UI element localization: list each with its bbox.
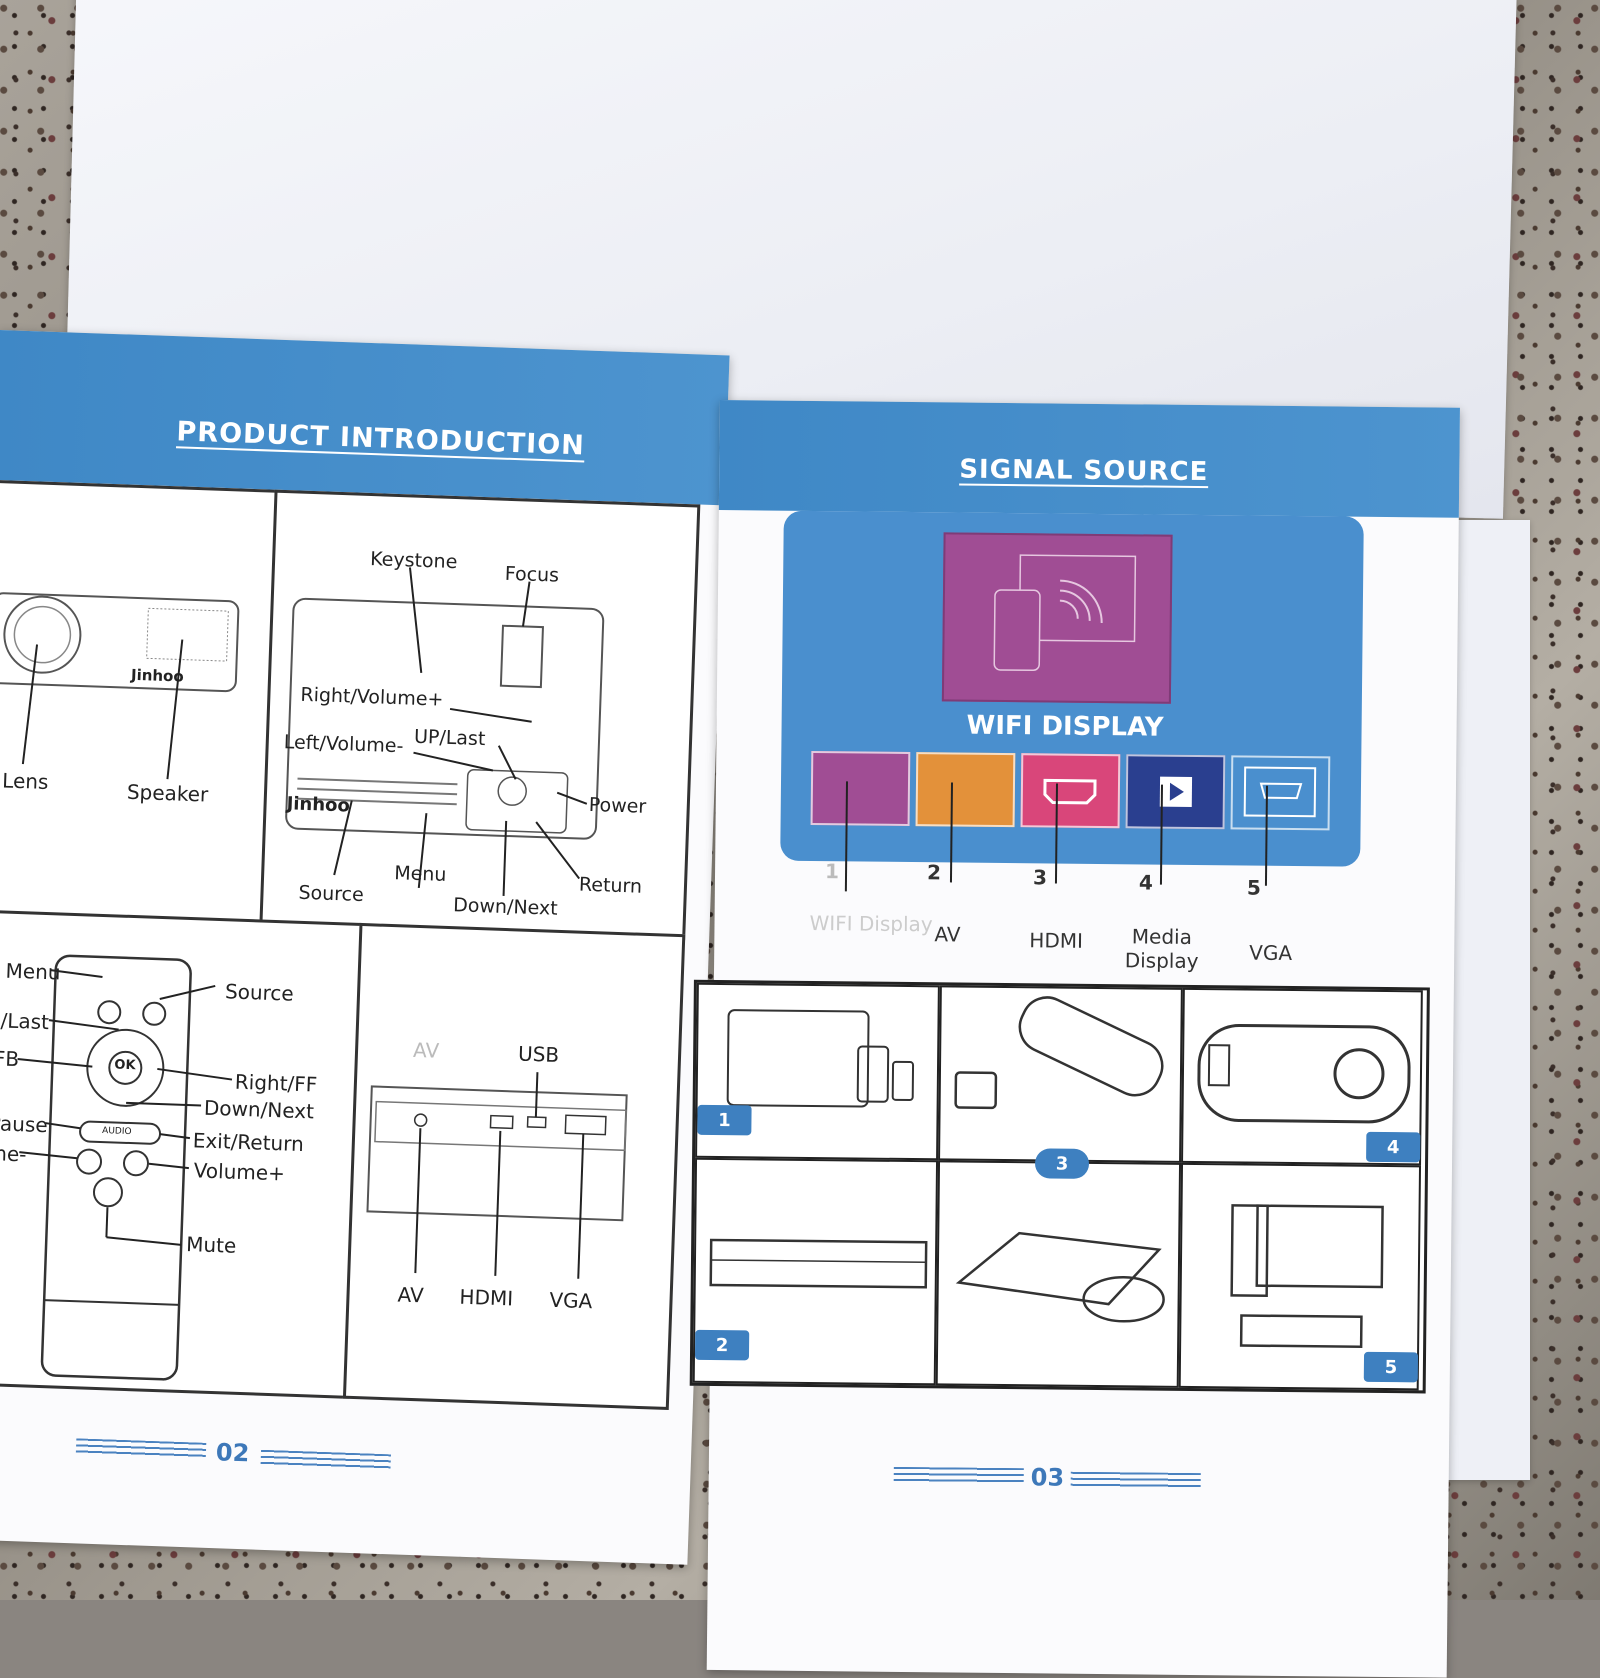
remote-up-label: UP/Last [0,1007,50,1035]
ok-button-label: OK [114,1057,136,1074]
up-last-label: UP/Last [413,725,486,751]
right-page-lines-left [893,1466,1024,1485]
brand-label: Jinhoo [130,665,185,686]
desktop-computer-icon [1230,1204,1384,1349]
source-label: Source [298,881,365,907]
hdmi-port-label: HDMI [459,1284,514,1311]
remote-exit-label: Exit/Return [192,1128,305,1157]
left-page: PRODUCT INTRODUCTION Jinhoo Lens Speaker [0,330,730,1565]
usb-drive-icon [1197,1023,1411,1124]
page-number-lines-right [260,1449,391,1471]
grid-cell-stick [938,985,1183,1163]
speaker-label: Speaker [126,779,209,807]
source-label-vga: VGA [1249,940,1293,966]
laptop-icon [726,1009,915,1108]
signal-source-card: WIFI DISPLAY [780,510,1364,867]
source-label-wifi: WIFI Display [809,910,933,937]
grid-tag-3: 3 [1034,1148,1090,1179]
remote-down-label: Down/Next [203,1095,315,1124]
streaming-stick-icon [954,996,1164,1110]
source-number-4: 4 [1138,870,1154,895]
projector-front-panel: Jinhoo Lens Speaker [0,479,281,926]
down-next-label: Down/Next [452,894,559,920]
right-page-number: 03 [1030,1463,1065,1492]
remote-volume-down-label: lume- [0,1140,27,1167]
menu-label: Menu [393,862,447,886]
source-tile-wifi [810,750,911,827]
projector-top-illustration [285,567,605,896]
remote-source-label: Source [224,979,295,1006]
grid-cell-dvd: 2 [692,1157,939,1386]
remote-right-label: Right/FF [234,1069,318,1097]
right-page-lines-right [1070,1471,1201,1490]
instruction-booklet: PRODUCT INTRODUCTION Jinhoo Lens Speaker [0,330,1460,1678]
ports-panel: AV USB AV HDMI VGA [342,922,686,1410]
av-top-label: AV [412,1037,440,1063]
projector-top-panel: Jinhoo Keystone Focus Right/Volume+ UP/L… [259,489,701,941]
source-number-2: 2 [926,860,942,885]
remote-illustration [17,954,233,1381]
source-tile-hdmi [1020,753,1121,829]
audio-button-label: AUDIO [101,1126,132,1138]
lens-label: Lens [1,768,49,794]
play-icon [1159,776,1193,807]
remote-play-label: y/Pause [0,1110,49,1138]
power-label: Power [588,793,647,818]
source-label-media: Media Display [1124,924,1199,974]
left-header-band [0,330,730,506]
right-page: SIGNAL SOURCE WIFI DISPLAY [689,400,1460,1678]
source-number-5: 5 [1246,875,1261,900]
grid-tag-4: 4 [1366,1131,1421,1163]
av-port-label: AV [397,1282,425,1308]
wifi-display-screen [941,532,1173,704]
source-tile-av [915,752,1016,828]
grid-tag-1: 1 [697,1104,752,1136]
source-label-hdmi: HDMI [1029,928,1084,953]
grid-tag-5: 5 [1363,1351,1419,1383]
grid-tag-2: 2 [694,1329,750,1361]
game-console-icon [955,1231,1165,1323]
remote-volume-up-label: Volume+ [193,1158,286,1186]
source-number-3: 3 [1032,865,1048,890]
right-page-title: SIGNAL SOURCE [959,454,1209,488]
page-number-lines-left [75,1438,207,1459]
hdmi-icon [1043,778,1097,805]
source-number-1: 1 [824,859,840,884]
dvd-player-icon [709,1238,928,1289]
grid-cell-usb: 4 [1181,987,1423,1166]
focus-label: Focus [504,562,560,587]
grid-cell-laptop: 1 [695,982,940,1161]
usb-label: USB [517,1041,560,1067]
keystone-label: Keystone [369,548,458,574]
source-tile-vga [1230,755,1331,831]
wifi-cast-icon [993,554,1137,672]
projector-front-illustration [0,592,240,780]
remote-left-label: ft/FB [0,1045,20,1072]
device-grid: 1 4 2 [689,979,1430,1394]
left-volume-label: Left/Volume- [283,731,404,758]
grid-cell-console: 3 [935,1148,1182,1388]
remote-mute-label: Mute [185,1232,237,1258]
top-brand-label: Jinhoo [286,793,351,817]
wifi-display-title: WIFI DISPLAY [966,710,1164,743]
source-label-av: AV [934,922,961,947]
return-label: Return [578,873,643,898]
ports-illustration [366,1072,628,1279]
source-tile-media [1125,754,1226,830]
left-page-number: 02 [215,1438,250,1468]
vga-icon [1243,766,1317,818]
remote-menu-label: Menu [5,958,61,985]
grid-cell-computer: 5 [1178,1162,1422,1391]
remote-panel: OK AUDIO Menu Source UP/Last ft/FB Right… [0,909,366,1399]
vga-port-label: VGA [549,1287,593,1314]
